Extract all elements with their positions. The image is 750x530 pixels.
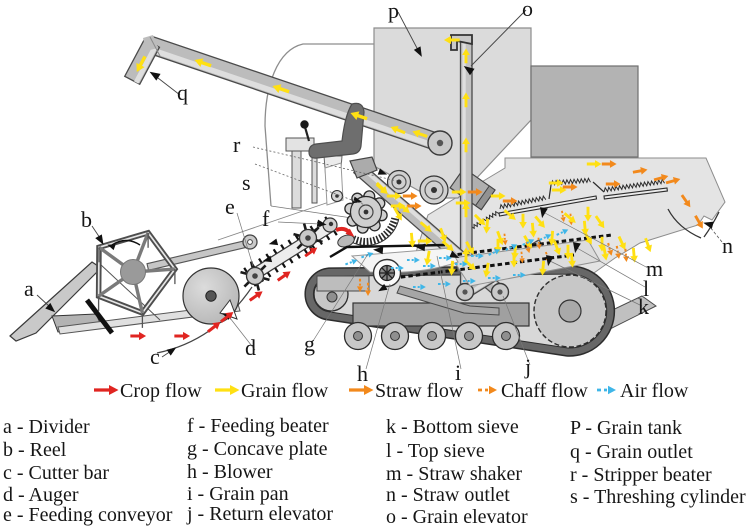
svg-text:q - Grain outlet: q - Grain outlet: [570, 441, 693, 463]
svg-text:i - Grain pan: i - Grain pan: [187, 483, 289, 505]
svg-text:s: s: [242, 170, 251, 195]
svg-text:k: k: [638, 294, 649, 319]
svg-text:m: m: [646, 256, 663, 281]
svg-text:q: q: [177, 80, 188, 105]
svg-text:c - Cutter bar: c - Cutter bar: [3, 462, 109, 484]
svg-text:b: b: [81, 207, 92, 232]
svg-text:Crop flow: Crop flow: [120, 380, 202, 402]
svg-text:n: n: [722, 233, 733, 258]
svg-text:c: c: [150, 344, 160, 369]
svg-text:o - Grain elevator: o - Grain elevator: [386, 506, 528, 528]
svg-text:k - Bottom sieve: k - Bottom sieve: [386, 416, 519, 438]
svg-text:f - Feeding beater: f - Feeding beater: [187, 415, 329, 437]
svg-text:s - Threshing cylinder: s - Threshing cylinder: [570, 486, 746, 508]
svg-text:h: h: [357, 361, 368, 386]
svg-text:b - Reel: b - Reel: [3, 439, 67, 461]
svg-text:g - Concave plate: g - Concave plate: [187, 438, 328, 460]
svg-text:e: e: [225, 194, 235, 219]
svg-text:p: p: [388, 0, 399, 23]
svg-text:j: j: [524, 354, 531, 379]
svg-text:o: o: [522, 0, 533, 21]
svg-text:i: i: [455, 360, 461, 385]
svg-text:a: a: [24, 276, 34, 301]
svg-text:P - Grain tank: P - Grain tank: [570, 417, 682, 439]
svg-text:Grain flow: Grain flow: [241, 380, 329, 402]
svg-text:a - Divider: a - Divider: [3, 416, 90, 438]
svg-text:f: f: [262, 206, 270, 231]
svg-text:d: d: [245, 335, 256, 360]
svg-text:Chaff flow: Chaff flow: [501, 380, 588, 402]
svg-text:r - Stripper beater: r - Stripper beater: [570, 464, 712, 486]
svg-text:n - Straw outlet: n - Straw outlet: [386, 484, 510, 506]
svg-text:Air flow: Air flow: [620, 380, 689, 402]
svg-text:d - Auger: d - Auger: [3, 484, 79, 506]
svg-text:m - Straw shaker: m - Straw shaker: [386, 463, 522, 485]
svg-text:r: r: [233, 132, 241, 157]
svg-text:l - Top sieve: l - Top sieve: [386, 440, 485, 462]
svg-text:h - Blower: h - Blower: [187, 461, 273, 483]
svg-text:l: l: [643, 276, 649, 301]
svg-text:e - Feeding conveyor: e - Feeding conveyor: [3, 504, 173, 526]
svg-text:g: g: [304, 331, 315, 356]
svg-text:j - Return elevator: j - Return elevator: [186, 503, 333, 525]
svg-text:Straw flow: Straw flow: [375, 380, 464, 402]
